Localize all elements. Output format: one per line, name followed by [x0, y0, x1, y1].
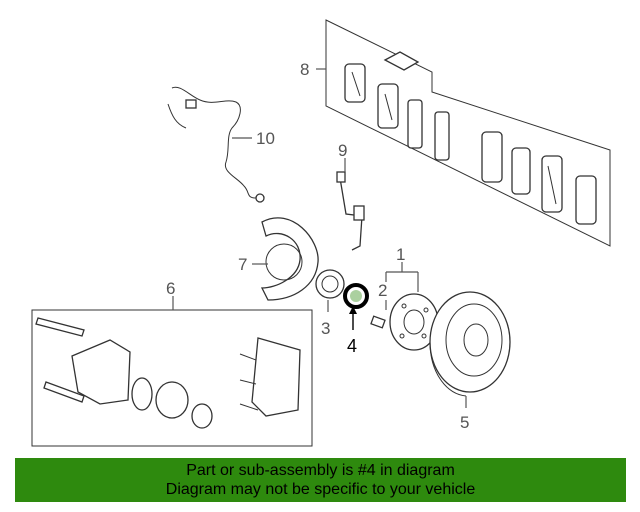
callout-10: 10 [256, 129, 275, 148]
hub-bolt[interactable] [370, 315, 386, 329]
brake-rotor[interactable] [429, 291, 511, 397]
banner-line-1: Part or sub-assembly is #4 in diagram [186, 462, 455, 479]
abs-sensor-wire[interactable] [167, 86, 265, 203]
caliper-assembly[interactable] [31, 309, 313, 447]
callout-3: 3 [321, 319, 330, 338]
brake-hose[interactable] [336, 171, 365, 251]
banner-line-2: Diagram may not be specific to your vehi… [165, 481, 476, 498]
callout-2: 2 [378, 281, 387, 300]
callout-5: 5 [460, 413, 469, 432]
callout-1: 1 [396, 245, 405, 264]
notice-banner: Part or sub-assembly is #4 in diagram Di… [15, 458, 626, 502]
dust-shield[interactable] [260, 217, 319, 301]
callout-6: 6 [166, 279, 175, 298]
callout-7: 7 [238, 255, 247, 274]
callout-9: 9 [338, 141, 347, 160]
callout-4: 4 [347, 336, 357, 356]
callout-8: 8 [300, 60, 309, 79]
snap-ring[interactable] [343, 283, 369, 309]
brake-pad-kit[interactable] [325, 19, 611, 247]
wheel-bearing[interactable] [315, 269, 345, 299]
